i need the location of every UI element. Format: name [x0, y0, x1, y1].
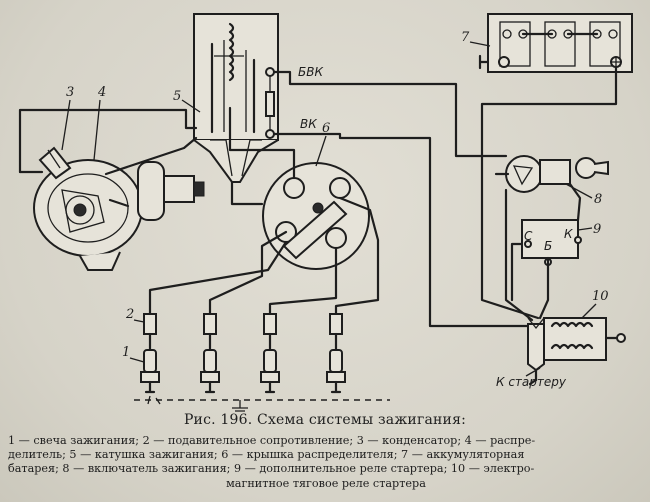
legend-line-3: батарея; 8 — включатель зажигания; 9 — д…	[8, 462, 535, 476]
suppression-resistors	[143, 313, 343, 352]
label-1: 1	[122, 345, 130, 360]
ignition-system-schematic: 3 4 5 6 7 8 9 10 2 1 БВК ВК С Б К К стар…	[18, 13, 633, 412]
traction-relay	[527, 317, 626, 378]
label-8: 8	[594, 192, 602, 207]
distributor	[33, 159, 205, 271]
spark-plug-3	[260, 349, 280, 394]
spark-plugs	[140, 349, 346, 394]
ground-line	[134, 395, 390, 412]
additional-starter-relay	[521, 219, 582, 266]
label-6: 6	[322, 121, 330, 136]
spark-plug-4	[326, 349, 346, 394]
label-3: 3	[66, 85, 74, 100]
legend-line-4: магнитное тяговое реле стартера	[226, 476, 426, 490]
figure-legend: 1 — свеча зажигания; 2 — подавительное с…	[8, 434, 644, 491]
distributor-cap	[262, 162, 370, 270]
label-10: 10	[592, 289, 609, 304]
spark-plug-2	[200, 349, 220, 394]
figure-caption: Рис. 196. Схема системы зажигания:	[183, 412, 467, 428]
label-5: 5	[173, 89, 181, 104]
label-9: 9	[593, 222, 601, 237]
legend-line-1: 1 — свеча зажигания; 2 — подавительное с…	[8, 434, 536, 447]
label-vk: ВК	[300, 117, 317, 131]
label-4: 4	[97, 85, 106, 100]
label-2: 2	[125, 307, 134, 322]
ignition-switch	[494, 155, 609, 193]
callout-labels: 3 4 5 6 7 8 9 10 2 1 БВК ВК С Б К К стар…	[61, 30, 609, 389]
spark-plug-1	[140, 349, 160, 394]
label-7: 7	[461, 30, 470, 45]
label-relay-b: Б	[544, 239, 552, 253]
high-voltage-wires	[148, 106, 380, 316]
condenser	[18, 146, 72, 180]
label-bvk: БВК	[298, 65, 323, 79]
label-relay-s: С	[524, 229, 533, 243]
ignition-coil	[193, 13, 279, 183]
label-to-starter: К стартеру	[496, 375, 567, 389]
label-relay-k: К	[564, 227, 573, 241]
battery	[478, 13, 633, 73]
legend-line-2: делитель; 5 — катушка зажигания; 6 — кры…	[8, 448, 525, 462]
low-voltage-wires	[18, 66, 618, 382]
